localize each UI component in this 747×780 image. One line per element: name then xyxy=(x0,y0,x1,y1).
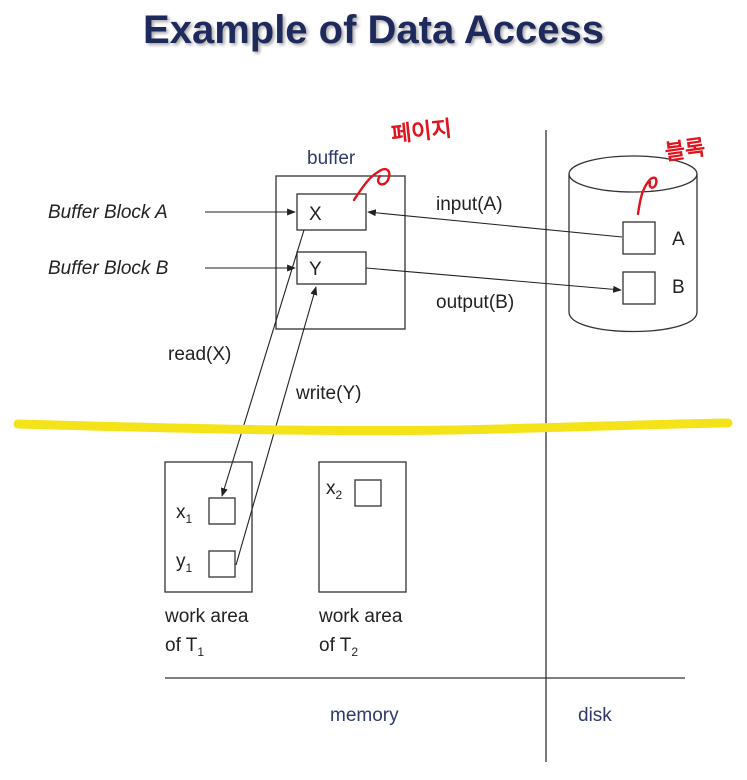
page-note-mark xyxy=(352,168,391,202)
buffer-block-b-label: Buffer Block B xyxy=(48,258,169,279)
disk-cylinder xyxy=(568,174,698,333)
work-area-t1-label: work area xyxy=(164,606,249,627)
buffer-block-y xyxy=(296,251,367,285)
disk-cylinder-top xyxy=(568,155,698,193)
block-note-mark xyxy=(636,176,658,216)
work-area-t2-label: work area xyxy=(318,606,403,627)
t1-x-cell xyxy=(208,497,236,525)
memory-label: memory xyxy=(330,705,399,726)
work-area-t2-box xyxy=(318,461,407,593)
t1-x-label: x1 xyxy=(176,502,193,526)
work-area-t1-of: of T1 xyxy=(165,635,204,659)
block-note: 블록 xyxy=(663,135,707,165)
t1-y-label: y1 xyxy=(176,551,193,575)
disk-block-b-label: B xyxy=(672,277,685,298)
work-area-t1-box xyxy=(164,461,253,593)
input-label: input(A) xyxy=(436,194,503,215)
buffer-block-y-label: Y xyxy=(309,259,322,280)
output-label: output(B) xyxy=(436,292,514,313)
work-area-t2-of: of T2 xyxy=(319,635,358,659)
buffer-block-a-label: Buffer Block A xyxy=(48,202,168,223)
highlight-stroke xyxy=(13,418,733,436)
disk-block-b xyxy=(622,271,656,305)
disk-block-a xyxy=(622,221,656,255)
t2-x-cell xyxy=(354,479,382,507)
input-arrow xyxy=(367,209,623,238)
page-title: Example of Data Access xyxy=(143,8,604,52)
buffer-block-x xyxy=(296,193,367,231)
page-note: 페이지 xyxy=(390,116,453,147)
write-label: write(Y) xyxy=(295,383,361,404)
disk-block-a-label: A xyxy=(672,229,685,250)
output-arrow xyxy=(365,267,622,293)
disk-label: disk xyxy=(578,705,612,726)
t1-y-cell xyxy=(208,550,236,578)
buffer-label: buffer xyxy=(307,148,356,169)
t2-x-label: x2 xyxy=(326,478,343,502)
read-label: read(X) xyxy=(168,344,231,365)
read-arrow xyxy=(220,229,305,497)
buffer-box xyxy=(275,175,406,330)
buffer-block-x-label: X xyxy=(309,204,322,225)
